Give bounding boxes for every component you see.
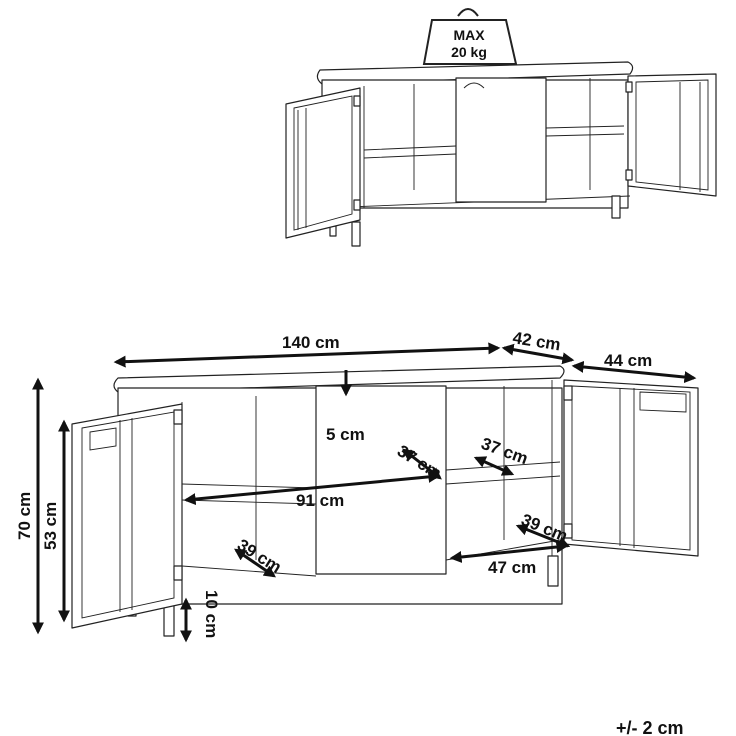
inner-depth-right-arrow — [473, 456, 515, 476]
center-width-label: 91 cm — [296, 491, 344, 510]
top-cabinet-illustration — [285, 61, 717, 247]
center-width-arrow — [183, 470, 441, 506]
weight-icon: MAX 20 kg — [422, 8, 518, 65]
depth-with-doors-label: 44 cm — [604, 351, 652, 370]
dimension-cabinet-illustration — [71, 365, 699, 637]
depth-arrow — [501, 343, 575, 365]
weight-value-label: 20 kg — [451, 44, 487, 60]
body-height-label: 53 cm — [41, 502, 60, 550]
right-width-arrow — [449, 541, 569, 563]
leg-height-label: 10 cm — [202, 590, 221, 638]
depth-with-doors-arrow — [571, 360, 697, 384]
width-arrow — [113, 342, 501, 368]
tolerance-note: +/- 2 cm — [616, 718, 684, 736]
dimension-arrows — [32, 342, 697, 643]
handle-label: 5 cm — [326, 425, 365, 444]
height-label: 70 cm — [15, 492, 34, 540]
inner-depth-center-arrow — [402, 448, 442, 480]
weight-max-label: MAX — [453, 27, 485, 43]
width-label: 140 cm — [282, 333, 340, 352]
right-width-label: 47 cm — [488, 558, 536, 577]
left-depth-arrow — [234, 548, 276, 578]
